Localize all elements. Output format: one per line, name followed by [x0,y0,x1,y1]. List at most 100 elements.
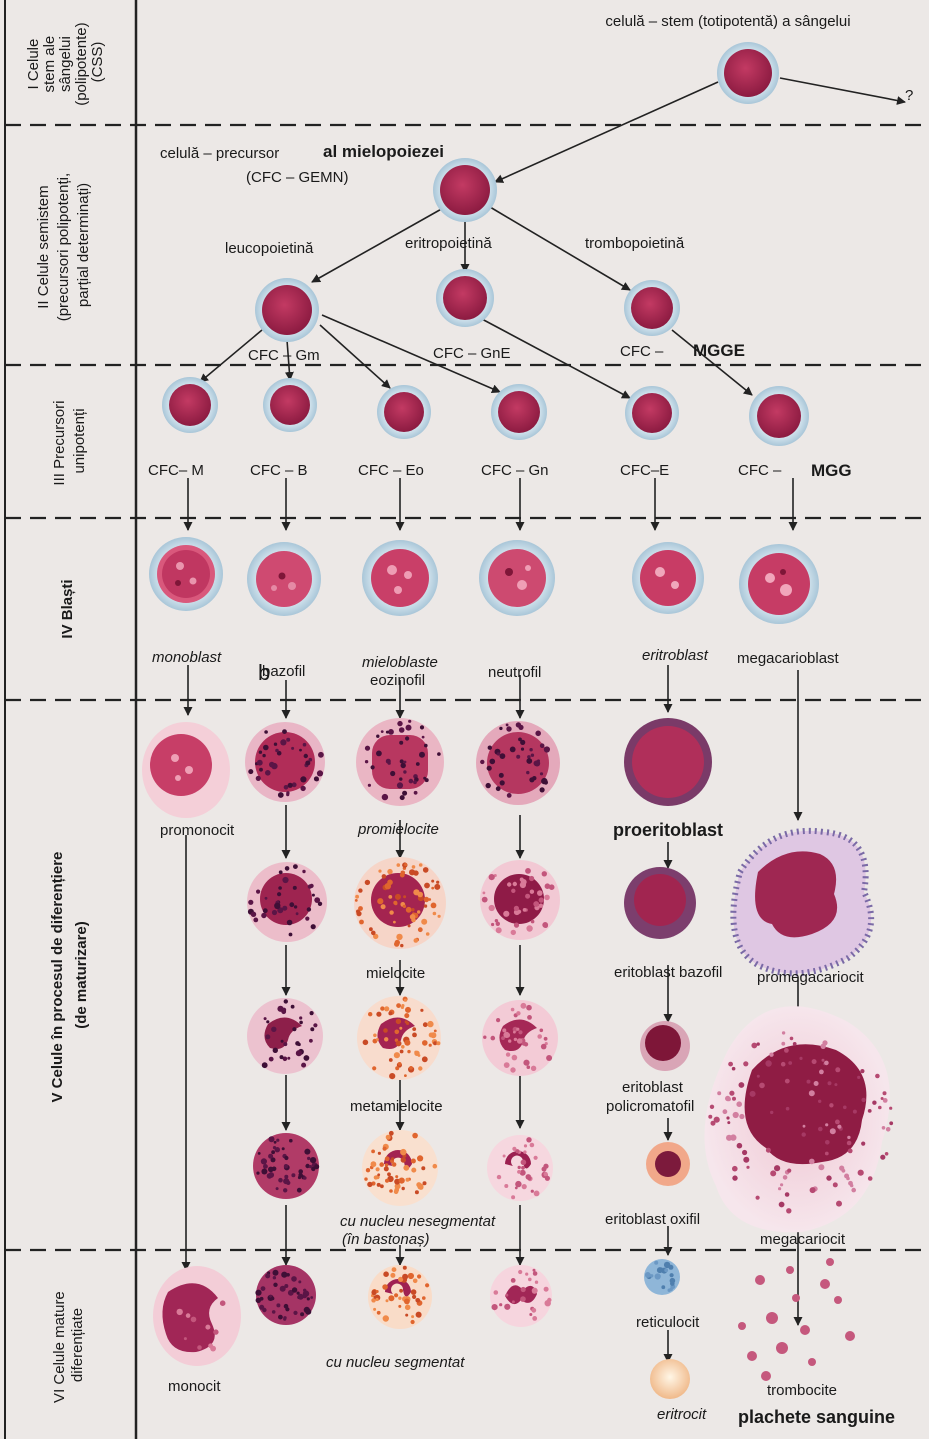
granule [654,1261,658,1265]
granule [499,727,502,730]
granule [388,1011,392,1015]
granule [742,1150,747,1155]
granule [184,1337,187,1340]
granule [787,1169,791,1173]
granule [376,1012,381,1017]
granule [205,1325,210,1330]
granule [396,1019,401,1024]
granule [511,889,515,893]
granule [413,889,419,895]
granule [400,795,405,800]
granule [277,892,281,896]
granule [650,1274,653,1277]
granule [539,897,544,902]
granule [371,1163,374,1166]
granule [291,747,294,750]
granule [408,720,411,723]
granule [529,748,532,751]
granule [861,1142,865,1146]
granule [889,1107,892,1110]
granule [379,1162,384,1167]
granule [422,1056,428,1062]
granule [376,1298,379,1301]
granule [410,914,416,920]
granule [769,1053,773,1057]
granule [273,1276,276,1279]
granule [263,908,268,913]
granule [255,1290,261,1296]
granule [717,1091,721,1095]
granule [526,1005,532,1011]
label-precursor-c: (CFC – GEMN) [246,169,349,186]
label-promielocite: promielocite [357,821,439,838]
cell-monoblast [149,537,223,611]
granule [521,1160,527,1166]
granule [645,1272,651,1278]
granule [315,778,319,782]
label-reticulocit: reticulocit [636,1314,700,1331]
granule [367,1182,372,1187]
granule [746,1166,749,1169]
granule [868,1176,873,1181]
granule [259,751,262,754]
granule [515,1149,519,1153]
granule [268,1167,274,1173]
granule [275,1147,280,1152]
granule [779,1202,785,1208]
granule [424,904,427,907]
granule [406,725,412,731]
granule [283,1188,287,1192]
granule [269,1057,274,1062]
granule [389,1189,393,1193]
granule [502,1028,506,1032]
granule [377,1173,380,1176]
granule [384,1006,389,1011]
granule [314,1164,319,1169]
granule [365,746,370,751]
granule [413,870,418,875]
granule [278,886,282,890]
cell-gn-nesegmentat [487,1135,553,1201]
granule [402,1274,408,1280]
granule [810,1187,816,1193]
granule [504,1062,510,1068]
granule [522,1184,527,1189]
granule [278,1315,283,1320]
granule [282,906,287,911]
granule [378,870,381,873]
granule [510,1067,515,1072]
granule [517,1170,521,1174]
granule [875,1074,880,1079]
granule [428,898,431,901]
granule [292,1027,296,1031]
label-leucopoietina: leucopoietină [225,240,314,257]
granule [425,778,429,782]
granule [394,1052,400,1058]
cell-cfc-gn [491,384,547,440]
granule [514,906,519,911]
granule [284,1304,289,1309]
granule [177,1309,183,1315]
granule [399,1027,402,1030]
label-cfc-b: CFC – B [250,462,308,479]
granule [422,1040,428,1046]
granule [299,1016,302,1019]
cell-eozinofil-matur [368,1265,432,1329]
granule [373,1034,377,1038]
label-megacariocit: megacariocit [760,1231,846,1248]
granule [514,1038,517,1041]
granule [401,763,406,768]
granule [256,776,261,781]
granule [312,894,315,897]
granule [383,1028,388,1033]
granule [393,921,396,924]
section-II-title: II Celule semistem (precursori polipoten… [35,169,92,322]
granule [737,1143,743,1149]
granule [802,1132,806,1136]
granule [423,1181,427,1185]
granule [514,923,519,928]
granule [770,1111,773,1114]
granule [527,1065,531,1069]
granule [540,743,545,748]
granule [388,1295,394,1301]
